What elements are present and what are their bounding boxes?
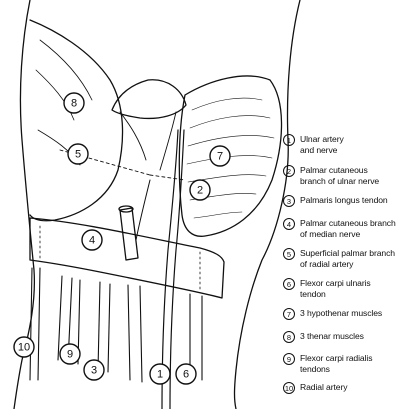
legend-label-line2: of radial artery (300, 258, 354, 269)
callout-number: 6 (183, 369, 189, 381)
callout-circle (189, 179, 211, 201)
callout-number: 7 (217, 151, 223, 163)
callout-number: 3 (91, 365, 97, 377)
thenar-eminence (29, 19, 124, 222)
legend-item-3: 3 Palmaris longus tendon (283, 195, 388, 207)
callout-markers: 8 5 7 2 4 10 9 3 1 6 (13, 92, 231, 385)
callout-5: 5 (67, 143, 89, 165)
legend-label-line1: Superficial palmar branch (300, 248, 395, 258)
legend-number: 2 (283, 165, 295, 177)
ulnar-artery-nerve (161, 129, 179, 409)
reflected-flap (111, 79, 187, 120)
callout-circle (13, 336, 35, 358)
legend-label-line2: of median nerve (300, 228, 361, 239)
callout-number: 8 (71, 98, 77, 110)
callout-1: 1 (149, 363, 171, 385)
callout-circle (83, 359, 105, 381)
legend-label-line2: branch of ulnar nerve (300, 175, 380, 186)
legend-number: 4 (283, 218, 295, 230)
legend-label-line1: Radial artery (300, 382, 348, 392)
callout-number: 5 (75, 149, 81, 161)
callout-3: 3 (83, 359, 105, 381)
legend-label-line1: Flexor carpi ulnaris (300, 278, 371, 288)
flexor-carpi-radialis-tendons (57, 275, 63, 361)
callout-circle (175, 363, 197, 385)
callout-number: 10 (18, 342, 30, 354)
callout-circle (63, 92, 85, 114)
legend-number: 10 (283, 382, 295, 394)
legend-number: 8 (283, 331, 295, 343)
legend-label-line2: tendon (300, 288, 326, 299)
legend-number: 5 (283, 248, 295, 260)
callout-circle (81, 229, 103, 251)
flexor-retinaculum (29, 217, 225, 299)
hand-outline-left (13, 0, 36, 409)
legend-item-10: 10 Radial artery (283, 382, 348, 394)
callout-number: 1 (157, 369, 163, 381)
radial-artery (29, 267, 33, 381)
legend-number: 3 (283, 195, 295, 207)
callout-number: 2 (197, 185, 203, 197)
hand-outline-right (233, 0, 301, 409)
callout-8: 8 (63, 92, 85, 114)
legend-item-8: 8 3 thenar muscles (283, 331, 364, 343)
callout-circle (209, 145, 231, 167)
callout-6: 6 (175, 363, 197, 385)
legend-label-line2: tendons (300, 363, 330, 374)
legend-label-line1: Ulnar artery (300, 134, 344, 144)
callout-10: 10 (13, 336, 35, 358)
callout-number: 9 (67, 349, 73, 361)
callout-circle (149, 363, 171, 385)
callout-4: 4 (81, 229, 103, 251)
legend-number: 9 (283, 353, 295, 365)
legend-label-line1: Palmar cutaneous (300, 165, 368, 175)
legend-number: 7 (283, 308, 295, 320)
callout-7: 7 (209, 145, 231, 167)
callout-circle (59, 343, 81, 365)
callout-2: 2 (189, 179, 211, 201)
callout-9: 9 (59, 343, 81, 365)
legend-label-line2: and nerve (300, 144, 338, 155)
palmaris-longus-tendon (119, 207, 139, 261)
legend-item-7: 7 3 hypothenar muscles (283, 308, 382, 320)
legend-number: 1 (283, 134, 295, 146)
legend-label-line1: Flexor carpi radialis (300, 353, 373, 363)
legend-label-line1: Palmar cutaneous branch (300, 218, 396, 228)
legend-label-line1: 3 hypothenar muscles (300, 308, 383, 318)
legend-label-line1: 3 thenar muscles (300, 331, 364, 341)
legend-label-line1: Palmaris longus tendon (300, 195, 388, 205)
callout-circle (67, 143, 89, 165)
legend-number: 6 (283, 278, 295, 290)
callout-number: 4 (89, 235, 95, 247)
